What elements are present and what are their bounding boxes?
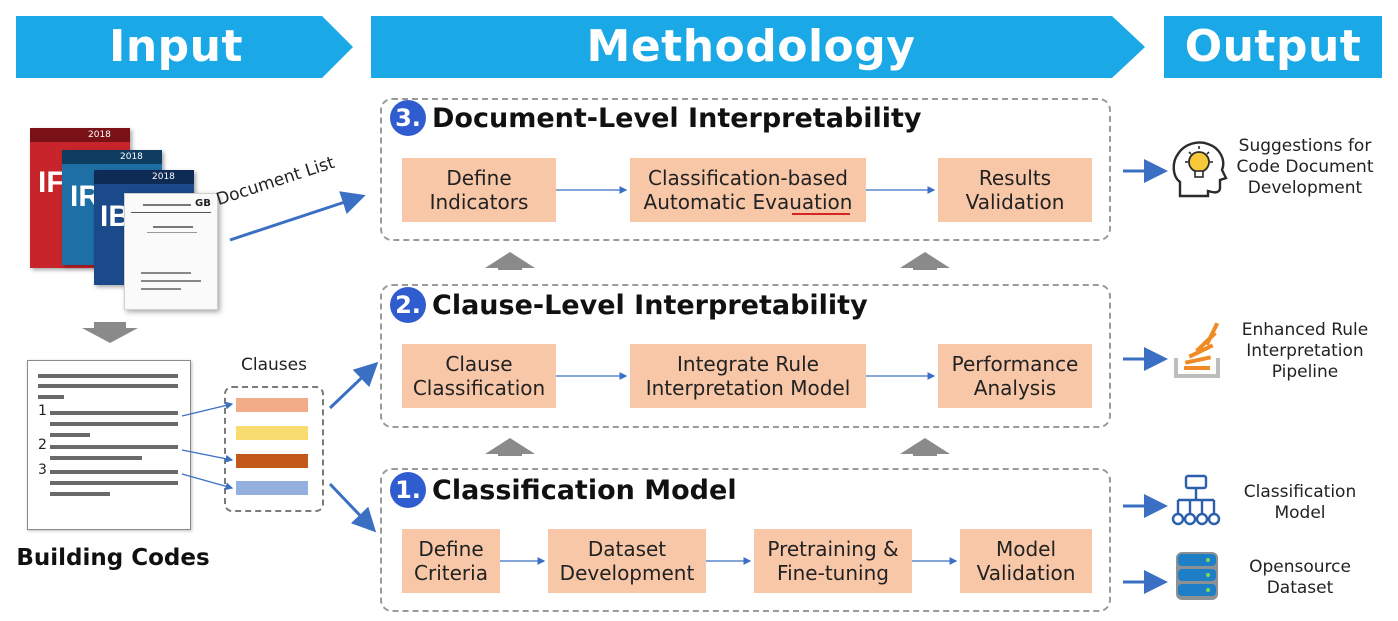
- doc-line: [50, 456, 142, 460]
- stage-3-title: 3. Document-Level Interpretability: [390, 100, 922, 136]
- methodology-banner: Methodology: [586, 21, 916, 72]
- clauses-box: [224, 386, 324, 512]
- book-ifc-header: [30, 128, 130, 142]
- database-icon: [1176, 552, 1218, 600]
- stage-3-title-text: Document-Level Interpretability: [432, 102, 922, 134]
- step-clause-classification: Clause Classification: [402, 344, 556, 408]
- clause-arrow-3: [181, 473, 234, 491]
- clauses-to-stage1-arrow: [328, 482, 377, 533]
- stage-3-number: 3.: [390, 100, 426, 136]
- book-ifc-year: 2018: [88, 130, 111, 140]
- book-irc-year: 2018: [120, 152, 143, 162]
- doc-line: [38, 395, 64, 399]
- book-gb-code: GB: [195, 198, 211, 209]
- doc-line: [50, 411, 178, 415]
- doc-line: [50, 422, 178, 426]
- book-gb-line: [141, 280, 201, 282]
- step-pretraining-finetuning: Pretraining & Fine-tuning: [754, 529, 912, 593]
- clause-bar-4: [236, 481, 308, 495]
- step-performance-analysis: Performance Analysis: [938, 344, 1092, 408]
- doc-line: [50, 433, 90, 437]
- book-gb-line: [141, 272, 191, 274]
- clause-bar-2: [236, 426, 308, 440]
- stage-1-number: 1.: [390, 472, 426, 508]
- spell-underline: [792, 213, 850, 215]
- book-ifc-code: IF: [38, 166, 65, 199]
- clause-bar-1: [236, 398, 308, 412]
- stage-2-title-text: Clause-Level Interpretability: [432, 289, 868, 321]
- step-define-indicators: Define Indicators: [402, 158, 556, 222]
- book-ibc-header: [94, 170, 194, 184]
- output-dataset-label: Opensource Dataset: [1249, 557, 1351, 598]
- clause-number: 2: [38, 437, 47, 453]
- step-integrate-rule-interpretation: Integrate Rule Interpretation Model: [630, 344, 866, 408]
- book-irc-header: [62, 150, 162, 164]
- clauses-to-stage2-arrow: [328, 361, 379, 410]
- methodology-banner-shape: [371, 16, 1145, 78]
- doc-line: [50, 481, 178, 485]
- book-gb: GB: [124, 193, 218, 310]
- output-banner: Output: [1184, 21, 1362, 72]
- up-arrow: [485, 252, 535, 270]
- stack-layers-icon: [1174, 322, 1220, 378]
- step-classification-evaluation: Classification-based Automatic Evauation: [630, 158, 866, 222]
- output-suggestions-label: Suggestions for Code Document Developmen…: [1236, 136, 1374, 198]
- book-gb-line: [141, 288, 181, 290]
- input-banner-shape: [16, 16, 353, 78]
- doc-line: [38, 384, 178, 388]
- input-banner: Input: [108, 21, 244, 72]
- clause-number: 3: [38, 462, 47, 478]
- output-banner-shape: [1164, 16, 1382, 78]
- output-pipeline-label: Enhanced Rule Interpretation Pipeline: [1241, 320, 1369, 382]
- clause-arrow-2: [181, 449, 234, 463]
- document-list-arrow: [229, 191, 366, 242]
- stage-2-title: 2. Clause-Level Interpretability: [390, 287, 868, 323]
- book-ibc-year: 2018: [152, 172, 175, 182]
- book-gb-line: [153, 226, 193, 228]
- doc-line: [50, 445, 178, 449]
- clause-number: 1: [38, 403, 47, 419]
- book-gb-line: [131, 212, 211, 213]
- step-model-validation: Model Validation: [960, 529, 1092, 593]
- doc-line: [50, 470, 178, 474]
- step-results-validation: Results Validation: [938, 158, 1092, 222]
- building-codes-label: Building Codes: [16, 545, 210, 571]
- book-gb-line: [143, 204, 191, 206]
- head-lightbulb-icon: [1172, 141, 1228, 198]
- stage-2-number: 2.: [390, 287, 426, 323]
- clause-bar-3: [236, 454, 308, 468]
- network-icon: [1171, 474, 1221, 526]
- clause-arrow-1: [181, 401, 234, 417]
- up-arrow: [900, 252, 950, 270]
- input-arrows: [181, 191, 379, 533]
- doc-line: [50, 492, 110, 496]
- step-dataset-development: Dataset Development: [548, 529, 706, 593]
- doc-line: [38, 374, 178, 378]
- stage-1-title: 1. Classification Model: [390, 472, 737, 508]
- up-arrow: [900, 438, 950, 456]
- up-arrow: [485, 438, 535, 456]
- stage-1-title-text: Classification Model: [432, 474, 737, 506]
- books-down-arrow: [82, 322, 138, 343]
- book-gb-line: [147, 232, 197, 233]
- output-classification-model-label: Classification Model: [1243, 482, 1357, 523]
- banners-svg: [16, 16, 1382, 78]
- clauses-label: Clauses: [241, 355, 307, 375]
- step-define-criteria: Define Criteria: [402, 529, 500, 593]
